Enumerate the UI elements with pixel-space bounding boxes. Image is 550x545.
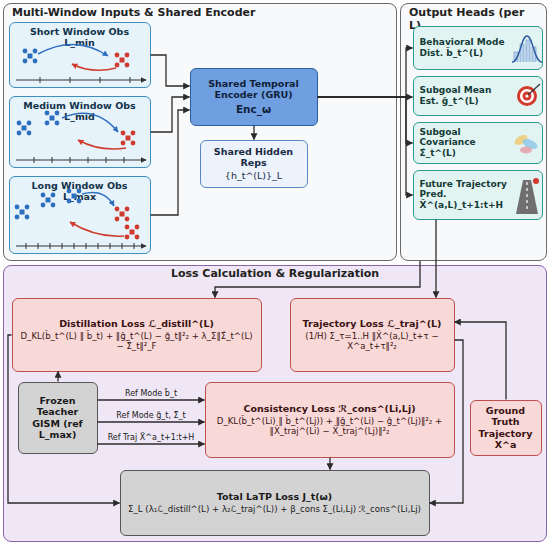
input-window-box: Long Window Obs L_max [9,176,151,254]
node-formula: D_KL(b̂_t^(L) ‖ b̃_t) + ‖ĝ_t^(L) − g̃_t‖… [18,331,256,351]
node-title: Ground Truth Trajectory X^a [476,405,536,450]
node-title: Shared Temporal Encoder (GRU) [196,78,312,100]
node-title: Multi-Window Inputs & Shared Encoder [12,7,255,20]
node-title: Frozen Teacher GISM (ref L_max) [24,395,92,440]
node-title: Consistency Loss ℛ_cons^(Li,Lj) [243,403,415,414]
node-title: Loss Calculation & Regularization [171,268,379,281]
node-title: Medium Window Obs L_mid [14,100,146,122]
node-title: Shared Hidden Reps [205,146,303,168]
node-formula: (1/H) Σ_τ=1..H ‖X̂^(a,L)_t+τ − X^a_t+τ‖²… [296,331,449,351]
group-panel: Output Heads (per L)Behavioral Mode Dist… [400,3,547,261]
node-title: Long Window Obs L_max [14,180,146,202]
input-window-box: Short Window Obs L_min [9,22,151,88]
loss-box: Ground Truth Trajectory X^a [470,400,542,456]
edge-label: Ref Mode g̃_t, Σ̃_t [116,412,185,421]
node-title: Distillation Loss ℒ_distill^(L) [59,318,214,329]
loss-box: Distillation Loss ℒ_distill^(L) D_KL(b̂_t… [12,298,262,372]
node-title: Future Trajectory Pred. X̂^(a,L)_t+1:t+H [420,179,510,211]
reference-box: Total LaTP Loss J_t(ω) Σ_L (λ₁ℒ_distill^(… [120,470,430,536]
group-panel: Loss Calculation & RegularizationDistill… [3,265,547,542]
loss-box: Consistency Loss ℛ_cons^(Li,Lj) D_KL(b̂_t… [205,382,455,458]
node-title: Total LaTP Loss J_t(ω) [217,491,332,502]
node-title: Behavioral Mode Dist. b̂_t^(L) [420,37,510,58]
node-formula: D_KL(b̂_t^(Li) ‖ b̂_t^(Lj)) + ‖ĝ_t^(Li) … [211,416,449,436]
output-head-box: Subgoal Covariance Σ̂_t^(L) [413,122,543,164]
node-title: Subgoal Covariance Σ̂_t^(L) [420,127,510,159]
node-formula: Enc_ω [236,103,271,115]
edge-label: Ref Traj X̃^a_t+1:t+H [108,434,195,443]
node-formula: Σ_L (λ₁ℒ_distill^(L) + λ₂ℒ_traj^(L)) + β… [128,504,421,514]
node-title: Short Window Obs L_min [14,26,146,48]
input-window-box: Medium Window Obs L_mid [9,96,151,168]
loss-box: Trajectory Loss ℒ_traj^(L) (1/H) Σ_τ=1..H… [290,298,455,372]
reference-box: Frozen Teacher GISM (ref L_max) [18,382,98,454]
group-panel: Multi-Window Inputs & Shared EncoderShor… [3,3,397,261]
output-head-box: Subgoal Mean Est. ĝ_t^(L) [413,76,543,116]
node-title: Trajectory Loss ℒ_traj^(L) [303,318,442,329]
output-head-box: Future Trajectory Pred. X̂^(a,L)_t+1:t+H [413,170,543,220]
edge-label: Ref Mode b̃_t [125,390,177,399]
node-formula: {h_t^(L)}_L [225,170,282,181]
encoder-box: Shared Temporal Encoder (GRU) Enc_ω [190,68,318,126]
output-head-box: Behavioral Mode Dist. b̂_t^(L) [413,26,543,70]
node-title: Subgoal Mean Est. ĝ_t^(L) [420,85,510,106]
hidden-state-box: Shared Hidden Reps {h_t^(L)}_L [200,140,308,188]
